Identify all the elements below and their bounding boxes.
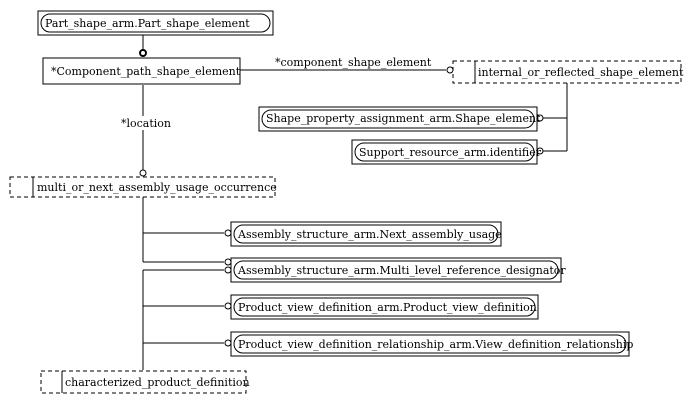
multi-level-reference-designator-label: Assembly_structure_arm.Multi_level_refer…: [237, 264, 566, 277]
next-assembly-usage-box[interactable]: Assembly_structure_arm.Next_assembly_usa…: [230, 221, 502, 247]
location-label: *location: [121, 117, 171, 130]
internal-or-reflected-shape-element-label: internal_or_reflected_shape_element: [478, 66, 684, 79]
multi-or-next-assembly-usage-occurrence-label: multi_or_next_assembly_usage_occurrence: [37, 181, 277, 194]
view-definition-relationship-box[interactable]: Product_view_definition_relationship_arm…: [230, 331, 633, 357]
multi-or-next-assembly-usage-occurrence-box[interactable]: multi_or_next_assembly_usage_occurrence: [9, 176, 277, 198]
part-shape-element-box[interactable]: Part_shape_arm.Part_shape_element: [37, 10, 274, 36]
supertype-marker: [139, 49, 147, 57]
product-view-definition-box[interactable]: Product_view_definition_arm.Product_view…: [230, 294, 539, 320]
component-path-shape-element-box[interactable]: *Component_path_shape_element: [42, 57, 241, 85]
shape-element-box[interactable]: Shape_property_assignment_arm.Shape_elem…: [258, 106, 541, 132]
next-assembly-usage-label: Assembly_structure_arm.Next_assembly_usa…: [237, 228, 502, 241]
product-view-definition-label: Product_view_definition_arm.Product_view…: [238, 301, 537, 314]
part-shape-element-label: Part_shape_arm.Part_shape_element: [45, 17, 250, 30]
multi-level-reference-designator-box[interactable]: Assembly_structure_arm.Multi_level_refer…: [230, 257, 566, 283]
identifier-box[interactable]: Support_resource_arm.identifier: [351, 139, 542, 165]
component-path-shape-element-label: *Component_path_shape_element: [51, 65, 241, 78]
connector-lines: [142, 35, 568, 370]
component-shape-element-label: *component_shape_element: [275, 56, 432, 69]
internal-or-reflected-shape-element-box[interactable]: internal_or_reflected_shape_element: [452, 60, 684, 84]
relationship-end-markers: [139, 49, 544, 347]
shape-element-label: Shape_property_assignment_arm.Shape_elem…: [266, 112, 541, 125]
characterized-product-definition-label: characterized_product_definition: [65, 376, 250, 389]
characterized-product-definition-box[interactable]: characterized_product_definition: [40, 370, 250, 394]
identifier-label: Support_resource_arm.identifier: [359, 146, 542, 159]
view-definition-relationship-label: Product_view_definition_relationship_arm…: [238, 338, 633, 351]
